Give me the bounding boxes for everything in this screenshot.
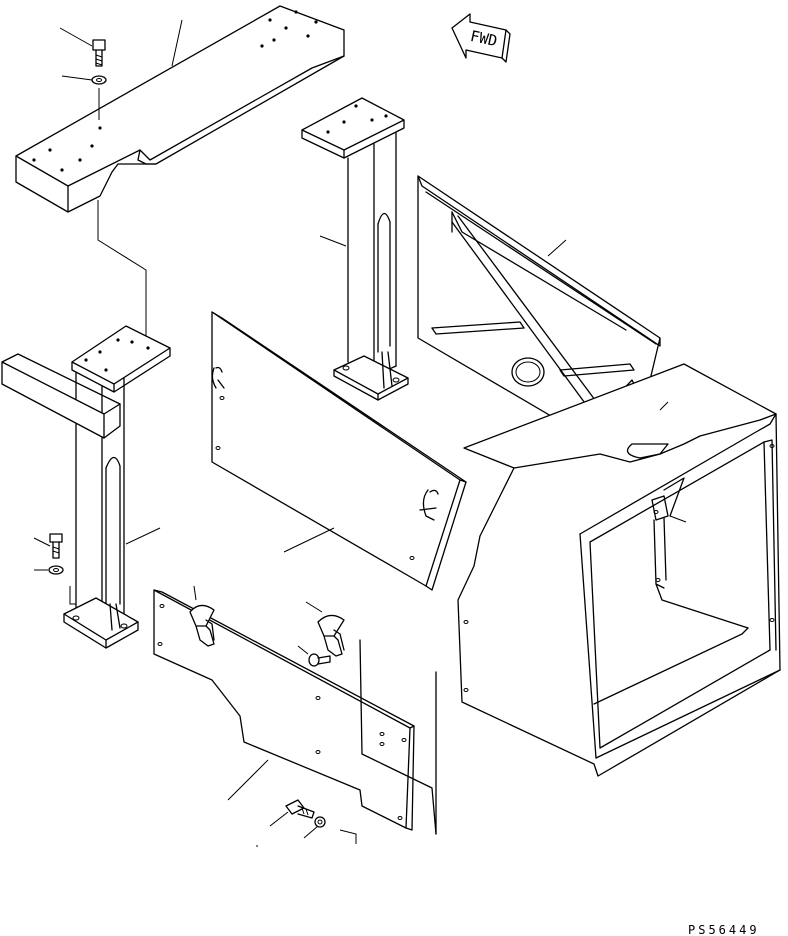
forward-direction-arrow: FWD <box>452 14 510 62</box>
latch-pin <box>298 646 330 666</box>
beam-bolt-holes <box>32 10 318 172</box>
support-post-center <box>302 98 408 400</box>
panel-bolt <box>286 800 356 844</box>
beam-bolt <box>92 40 106 120</box>
latch-right <box>306 602 344 656</box>
door-panel <box>212 312 466 590</box>
cab-enclosure <box>458 364 780 776</box>
latch-left <box>190 586 214 646</box>
side-panel <box>418 176 660 460</box>
cross-beam <box>16 6 344 212</box>
side-bracket-plate <box>2 354 120 438</box>
lower-cover-panel <box>154 590 436 834</box>
drawing-number: PS56449 <box>688 923 760 936</box>
support-post-left <box>64 326 170 648</box>
fwd-label: FWD <box>469 27 499 50</box>
post-bolt <box>49 534 63 574</box>
